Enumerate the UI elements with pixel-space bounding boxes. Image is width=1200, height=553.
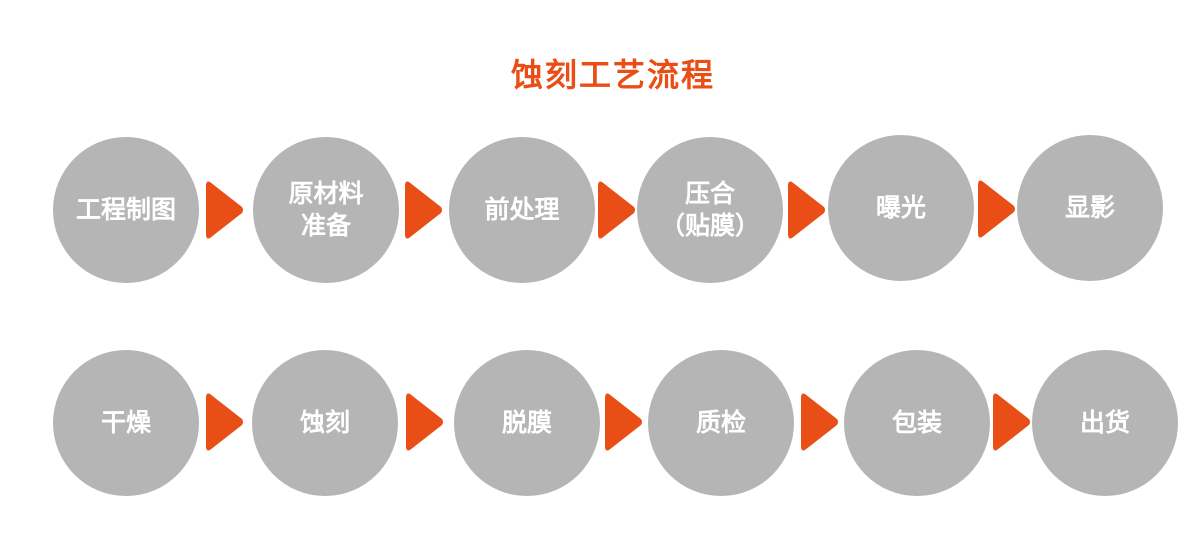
- arrow-right-icon: [405, 181, 442, 239]
- step-etching: 蚀刻: [252, 350, 398, 496]
- arrow-right-icon: [206, 393, 243, 451]
- arrow-right-icon: [788, 181, 825, 239]
- arrow-right-icon: [406, 393, 443, 451]
- arrow-right-icon: [605, 393, 642, 451]
- arrow-right-icon: [598, 181, 635, 239]
- arrow-right-icon: [978, 180, 1015, 238]
- step-material-prep: 原材料 准备: [253, 137, 399, 283]
- step-pretreatment: 前处理: [449, 137, 595, 283]
- step-drying: 干燥: [53, 350, 199, 496]
- step-exposure: 曝光: [828, 135, 974, 281]
- step-packaging: 包装: [844, 350, 990, 496]
- arrow-right-icon: [993, 393, 1030, 451]
- step-development: 显影: [1017, 135, 1163, 281]
- step-inspection: 质检: [648, 350, 794, 496]
- arrow-right-icon: [206, 181, 243, 239]
- step-shipping: 出货: [1032, 350, 1178, 496]
- step-lamination: 压合 （贴膜）: [637, 137, 783, 283]
- step-engineering-drawing: 工程制图: [53, 137, 199, 283]
- step-film-removal: 脱膜: [454, 350, 600, 496]
- arrow-right-icon: [801, 393, 838, 451]
- diagram-title: 蚀刻工艺流程: [510, 56, 715, 94]
